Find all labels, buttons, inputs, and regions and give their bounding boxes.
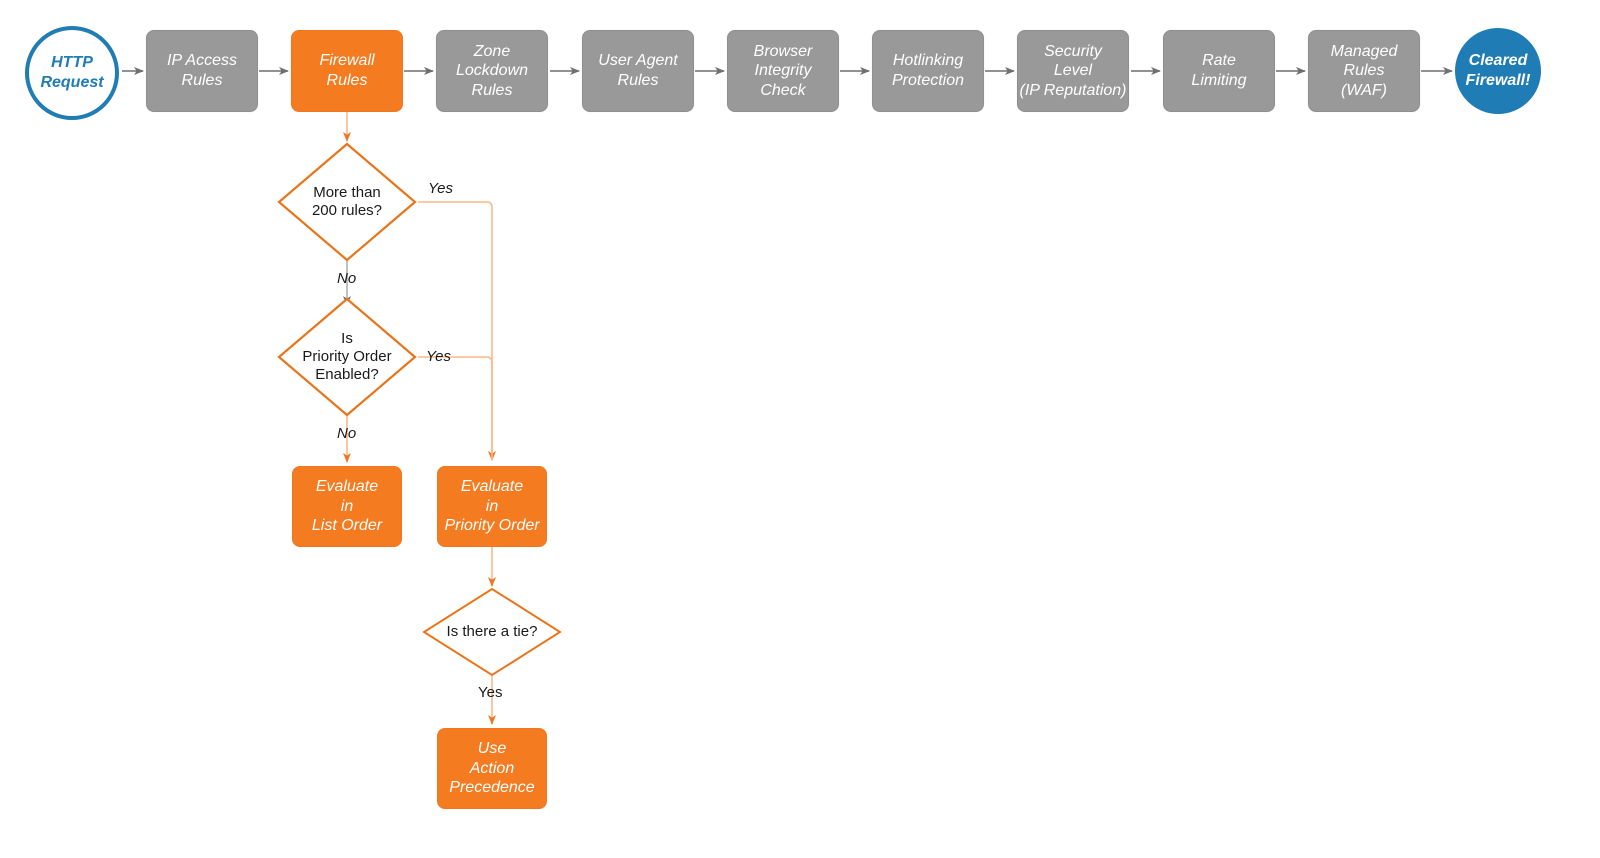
decision-is-priority-order-enabled-label: Is Priority Order Enabled? xyxy=(302,329,392,384)
node-rate-limiting-label: Rate Limiting xyxy=(1191,52,1247,89)
node-security-level-label: Security Level (IP Reputation) xyxy=(1019,42,1127,99)
decision-more-than-200-rules-label: More than 200 rules? xyxy=(311,183,383,219)
edge-more-than-200-yes xyxy=(418,201,496,461)
decision-is-there-a-tie[interactable]: Is there a tie? xyxy=(422,587,562,677)
node-security-level[interactable]: Security Level (IP Reputation) xyxy=(1017,30,1129,112)
decision-more-than-200-rules-shape xyxy=(277,142,417,262)
node-evaluate-in-list-order-label: Evaluate in List Order xyxy=(311,478,383,535)
node-user-agent-rules-label: User Agent Rules xyxy=(598,52,678,89)
decision-is-there-a-tie-shape xyxy=(422,587,562,677)
edge-label-yes-is-there-a-tie: Yes xyxy=(478,684,503,701)
edge-label-no-more-than-200: No xyxy=(337,270,357,287)
node-http-request-label: HTTP Request xyxy=(40,54,104,91)
decision-is-priority-order-enabled-shape xyxy=(277,297,417,417)
node-ip-access-rules-label: IP Access Rules xyxy=(167,52,237,89)
edge-priority-order-yes xyxy=(418,356,493,460)
node-evaluate-in-priority-order-label: Evaluate in Priority Order xyxy=(444,478,540,535)
node-zone-lockdown-rules[interactable]: Zone Lockdown Rules xyxy=(436,30,548,112)
node-hotlinking-protection[interactable]: Hotlinking Protection xyxy=(872,30,984,112)
node-hotlinking-protection-label: Hotlinking Protection xyxy=(891,52,965,89)
decision-is-priority-order-enabled[interactable]: Is Priority Order Enabled? xyxy=(277,297,417,417)
node-zone-lockdown-rules-label: Zone Lockdown Rules xyxy=(455,42,529,99)
node-cleared-firewall-label: Cleared Firewall! xyxy=(1465,52,1531,89)
node-firewall-rules-label: Firewall Rules xyxy=(319,52,375,89)
decision-more-than-200-rules[interactable]: More than 200 rules? xyxy=(277,142,417,262)
node-rate-limiting[interactable]: Rate Limiting xyxy=(1163,30,1275,112)
edge-label-yes-more-than-200: Yes xyxy=(428,180,454,197)
node-user-agent-rules[interactable]: User Agent Rules xyxy=(582,30,694,112)
node-ip-access-rules[interactable]: IP Access Rules xyxy=(146,30,258,112)
node-firewall-rules[interactable]: Firewall Rules xyxy=(291,30,403,112)
edge-label-no-priority-order: No xyxy=(337,425,357,442)
node-managed-rules-waf[interactable]: Managed Rules (WAF) xyxy=(1308,30,1420,112)
node-evaluate-in-list-order[interactable]: Evaluate in List Order xyxy=(292,466,402,547)
node-use-action-precedence-label: Use Action Precedence xyxy=(449,740,535,797)
edge-label-yes-priority-order: Yes xyxy=(426,348,452,365)
node-browser-integrity-check[interactable]: Browser Integrity Check xyxy=(727,30,839,112)
node-evaluate-in-priority-order[interactable]: Evaluate in Priority Order xyxy=(437,466,547,547)
node-http-request[interactable]: HTTP Request xyxy=(25,26,119,120)
node-managed-rules-waf-label: Managed Rules (WAF) xyxy=(1330,42,1398,99)
node-use-action-precedence[interactable]: Use Action Precedence xyxy=(437,728,547,809)
node-browser-integrity-check-label: Browser Integrity Check xyxy=(753,42,813,99)
node-cleared-firewall[interactable]: Cleared Firewall! xyxy=(1455,28,1541,114)
decision-is-there-a-tie-label: Is there a tie? xyxy=(446,622,538,640)
